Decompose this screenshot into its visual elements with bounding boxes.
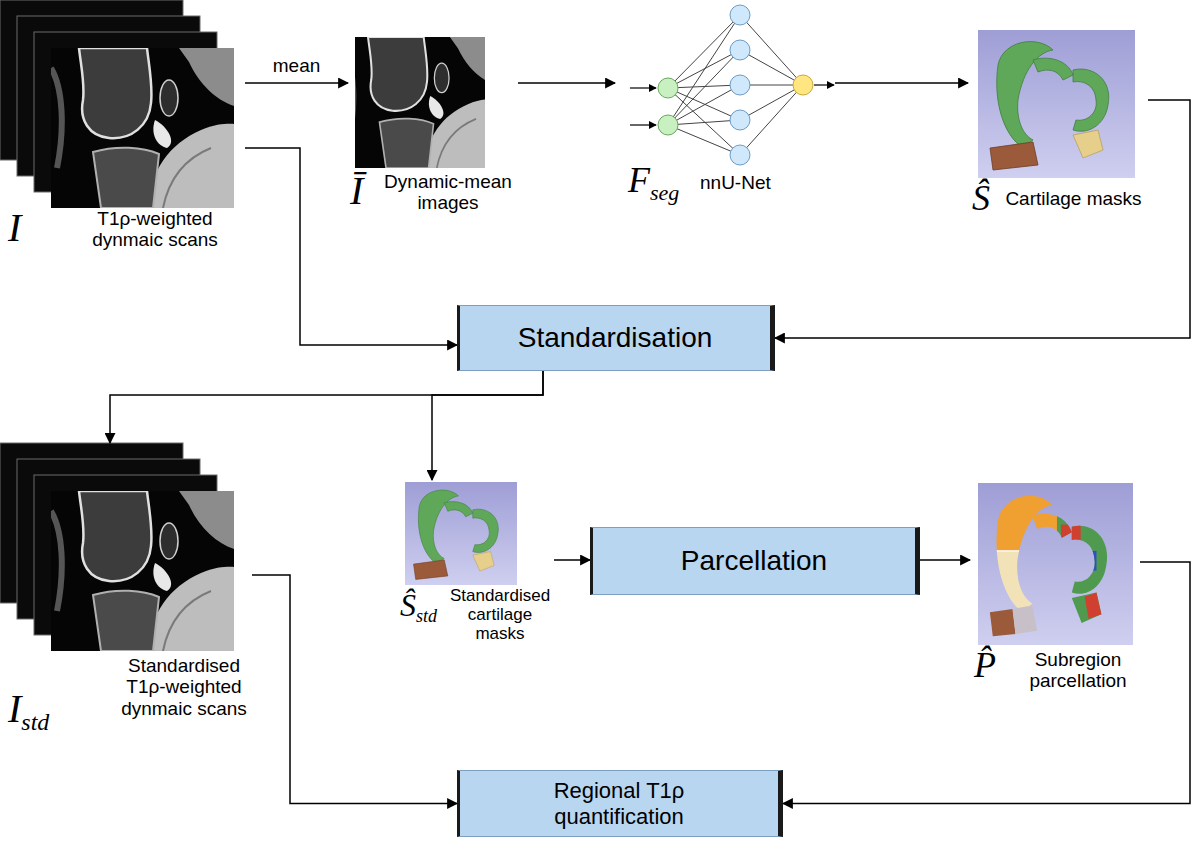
figure-panel: Ī Dynamic-mean images <box>348 35 518 240</box>
illustration-part <box>730 5 750 165</box>
illustration-part <box>793 75 813 95</box>
illustration-part <box>345 37 495 168</box>
illustration-part <box>668 85 740 125</box>
caption: Standardised T1ρ-weighted dynmaic scans <box>121 655 247 719</box>
flow-arrow <box>252 575 457 804</box>
illustration-part <box>668 88 740 120</box>
math-symbol: Ī <box>350 168 363 213</box>
caption: nnU-Net <box>700 172 771 193</box>
math-subscript: seg <box>650 180 679 205</box>
math-subscript: std <box>416 606 437 626</box>
parcellation-render <box>978 483 1136 649</box>
flow-arrow <box>783 562 1190 804</box>
math-symbol: Ŝ <box>972 178 990 218</box>
caption: T1ρ-weighted dynmaic scans <box>92 208 218 250</box>
illustration-part <box>730 5 750 25</box>
flow-arrow <box>835 82 968 84</box>
illustration-part <box>668 15 740 125</box>
illustration-part <box>51 491 234 651</box>
cartilage-render <box>978 30 1135 178</box>
flow-arrow <box>920 559 970 561</box>
illustration-part <box>730 110 750 130</box>
illustration-part <box>668 50 740 125</box>
caption: Cartilage masks <box>1005 188 1141 209</box>
math-symbol: I <box>8 686 21 731</box>
illustration-part <box>51 48 234 208</box>
figure-panel: Fseg nnU-Net <box>615 0 835 210</box>
figure-panel: Ŝ Cartilage masks <box>968 28 1148 228</box>
illustration-part <box>740 85 803 120</box>
illustration-part <box>668 120 740 125</box>
illustration-part <box>740 50 803 85</box>
illustration-part <box>668 15 803 155</box>
illustration-part <box>630 87 656 88</box>
illustration-part <box>668 88 740 155</box>
flow-arrow <box>554 559 590 561</box>
mri-mean-image <box>345 37 495 168</box>
illustration-part <box>730 145 750 165</box>
illustration-part <box>730 40 750 60</box>
figure-panel: Istd Standardised T1ρ-weighted dynmaic sc… <box>0 443 252 741</box>
illustration-part <box>978 483 1136 649</box>
flow-arrow <box>775 100 1190 338</box>
process-box: Parcellation <box>590 527 920 595</box>
illustration-part <box>668 15 740 88</box>
flow-arrow <box>432 371 543 480</box>
figure-panel: I T1ρ-weighted dynmaic scans <box>0 0 245 262</box>
box-label: Standardisation <box>518 322 713 354</box>
illustration-part <box>730 75 750 95</box>
caption: Dynamic-mean images <box>384 171 512 213</box>
process-box: Standardisation <box>457 305 775 371</box>
process-box: Regional T1ρ quantification <box>457 770 783 837</box>
illustration-part <box>978 30 1135 178</box>
edge-label: mean <box>270 55 324 77</box>
illustration-part <box>658 78 678 135</box>
flow-arrow <box>245 82 348 84</box>
math-subscript: std <box>21 709 49 735</box>
illustration-part <box>658 78 678 98</box>
box-label: Parcellation <box>681 545 827 577</box>
math-symbol: F <box>628 160 650 200</box>
illustration-part <box>668 50 740 88</box>
mri-stack <box>0 443 234 651</box>
illustration-part <box>405 482 517 585</box>
flow-arrow <box>110 371 543 443</box>
mri-stack <box>0 0 234 208</box>
figure-panel: Ŝstd Standardised cartilage masks <box>398 480 554 655</box>
caption: Standardised cartilage masks <box>450 586 550 643</box>
illustration-part <box>668 125 740 155</box>
illustration-part <box>814 84 834 85</box>
cartilage-render <box>405 482 517 585</box>
math-symbol: P̂ <box>974 645 996 685</box>
illustration-part <box>658 115 678 135</box>
math-symbol: Ŝ <box>400 587 416 623</box>
math-symbol: I <box>8 205 21 250</box>
flow-arrow <box>518 82 615 84</box>
neural-network-icon <box>630 5 834 165</box>
caption: Subregion parcellation <box>1029 649 1126 691</box>
box-label: Regional T1ρ quantification <box>524 778 714 829</box>
figure-panel: P̂ Subregion parcellation <box>970 481 1140 701</box>
illustration-part <box>630 124 656 125</box>
